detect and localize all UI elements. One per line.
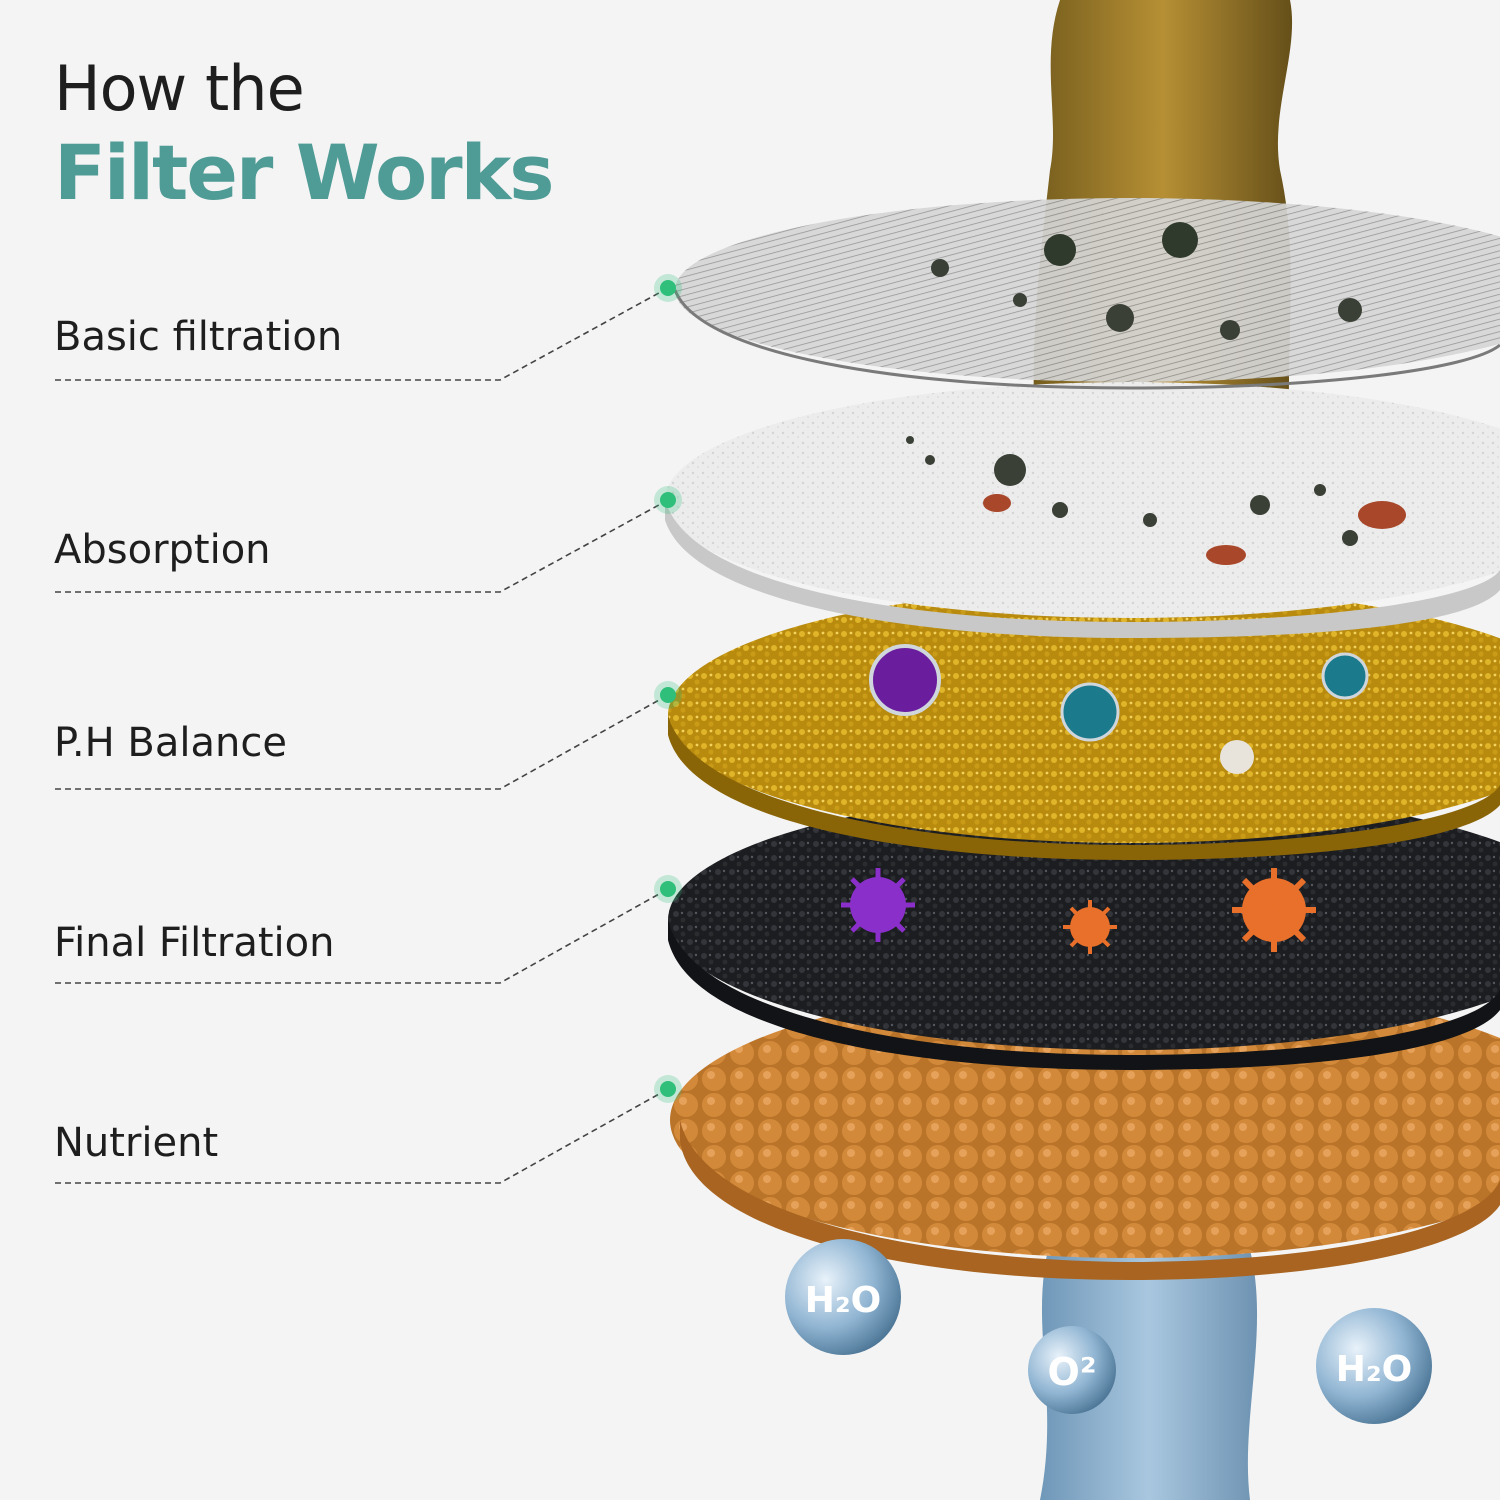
title-line-2: Filter Works (54, 128, 554, 217)
oxygen-molecule: O² (1028, 1326, 1116, 1414)
basic-filtration-mesh-disc (675, 198, 1500, 382)
purple-particle (869, 644, 941, 716)
orange-virus-icon-large (1232, 868, 1316, 952)
orange-virus-icon-small (1063, 900, 1117, 954)
label-basic-filtration: Basic filtration (54, 314, 343, 360)
water-molecule-2: H₂O (1316, 1308, 1432, 1424)
absorption-layer-disc (665, 382, 1500, 618)
teal-particle (1060, 682, 1120, 742)
label-ph-balance: P.H Balance (54, 720, 287, 766)
white-particle (1220, 740, 1254, 774)
debris-particles (906, 222, 1362, 546)
clean-water-stream (1040, 1250, 1258, 1500)
connector-lines (55, 287, 669, 1184)
molecule-label-3: H₂O (1336, 1349, 1413, 1390)
molecule-label-2: O² (1048, 1350, 1097, 1394)
marker-dots (654, 274, 682, 1103)
water-molecule-1: H₂O (785, 1239, 901, 1355)
label-nutrient: Nutrient (54, 1120, 219, 1166)
title-line-1: How the (54, 52, 305, 125)
molecule-label-1: H₂O (805, 1280, 882, 1321)
teal-particle-small (1321, 652, 1369, 700)
label-final-filtration: Final Filtration (54, 920, 335, 966)
purple-virus-icon (841, 868, 915, 942)
pebbles (983, 494, 1406, 565)
label-absorption: Absorption (54, 527, 271, 573)
